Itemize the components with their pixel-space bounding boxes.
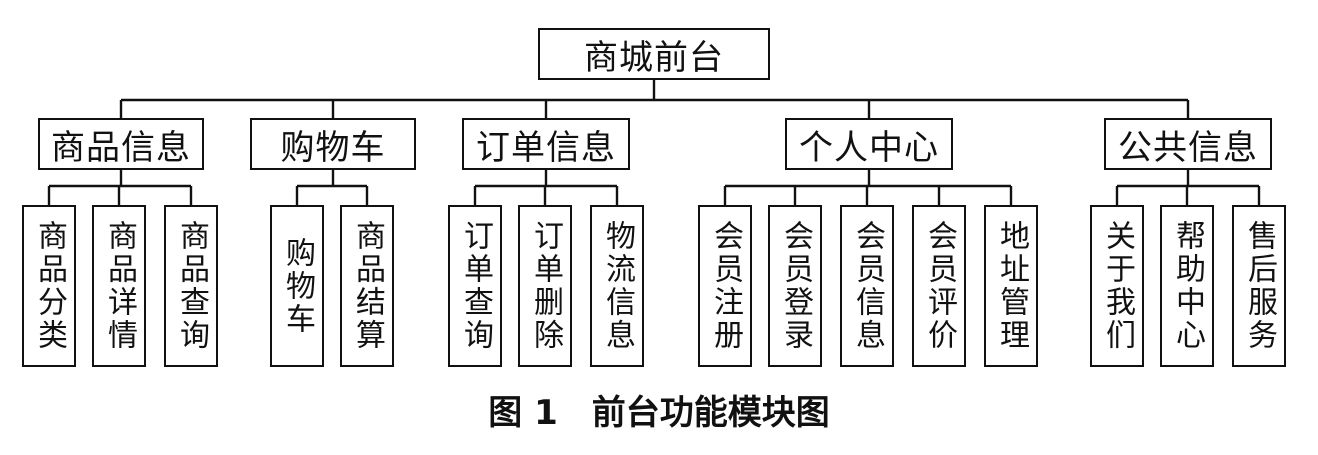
module-node: 订单信息 [462,118,630,170]
function-node: 售后服务 [1232,205,1286,367]
function-node: 商品详情 [92,205,146,367]
root-node: 商城前台 [538,28,770,80]
function-node: 会员登录 [768,205,822,367]
function-node: 帮助中心 [1160,205,1214,367]
connector-lines [47,80,1261,205]
figure-caption: 图 1 前台功能模块图 [488,393,830,433]
module-node: 商品信息 [38,118,204,170]
function-node: 关于我们 [1090,205,1144,367]
function-node: 会员评价 [912,205,966,367]
function-node: 地址管理 [984,205,1038,367]
function-node: 商品查询 [164,205,218,367]
module-node: 购物车 [250,118,416,170]
function-node: 商品结算 [340,205,394,367]
module-node: 个人中心 [785,118,953,170]
function-node: 会员信息 [840,205,894,367]
function-node: 购物车 [270,205,324,367]
module-node: 公共信息 [1104,118,1272,170]
function-node: 订单查询 [448,205,502,367]
function-node: 会员注册 [698,205,752,367]
function-node: 订单删除 [518,205,572,367]
function-node: 物流信息 [590,205,644,367]
function-node: 商品分类 [22,205,76,367]
